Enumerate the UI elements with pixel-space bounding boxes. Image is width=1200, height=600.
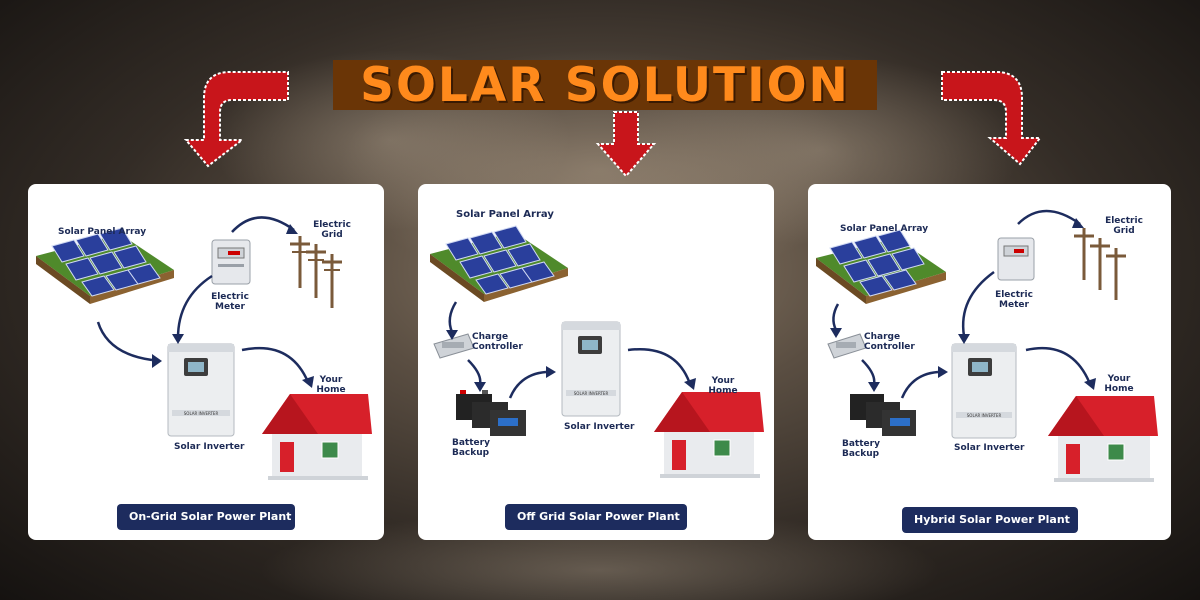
label-solar-panel-array: Solar Panel Array [58, 227, 147, 237]
label-your-home: Your Home [316, 375, 346, 395]
arrow-right-icon [941, 71, 1043, 166]
charge-controller-icon [433, 333, 475, 359]
page-title: SOLAR SOLUTION [360, 58, 850, 113]
arrow-center-icon [595, 111, 657, 178]
home-icon [1048, 396, 1158, 482]
electric-meter-icon [997, 237, 1035, 281]
electric-meter-icon [211, 239, 251, 285]
solar-panel-array-icon [36, 227, 174, 304]
card-hybrid: SOLAR INVERTER Solar Panel Array Charge … [808, 184, 1171, 540]
solar-inverter-icon [951, 343, 1017, 439]
caption-hybrid: Hybrid Solar Power Plant [902, 507, 1078, 533]
battery-icon [456, 390, 526, 436]
electric-grid-icon [290, 236, 342, 308]
inverter-brand-text: SOLAR INVERTER [967, 413, 1002, 418]
solar-panel-array-icon [816, 229, 946, 304]
label-charge-controller: Charge Controller [472, 332, 523, 352]
label-solar-panel-array: Solar Panel Array [840, 224, 929, 234]
home-icon [654, 392, 764, 478]
label-electric-meter: Electric Meter [995, 290, 1033, 310]
label-solar-inverter: Solar Inverter [954, 443, 1025, 453]
inverter-brand-text: SOLAR INVERTER [184, 411, 219, 416]
solar-inverter-icon [167, 343, 235, 437]
caption-off-grid: Off Grid Solar Power Plant [505, 504, 687, 530]
electric-grid-icon [1074, 228, 1126, 300]
label-battery-backup: Battery Backup [452, 438, 490, 458]
inverter-brand-text: SOLAR INVERTER [574, 391, 609, 396]
label-electric-grid: Electric Grid [313, 220, 351, 240]
solar-inverter-icon [561, 321, 621, 417]
label-battery-backup: Battery Backup [842, 439, 880, 459]
arrow-left-icon [183, 71, 289, 168]
label-electric-grid: Electric Grid [1105, 216, 1143, 236]
home-icon [262, 394, 372, 480]
flow-arrows [96, 216, 310, 383]
battery-icon [850, 394, 916, 436]
card-off-grid: SOLAR INVERTER Solar Panel Array Charge … [418, 184, 774, 540]
label-charge-controller: Charge Controller [864, 332, 915, 352]
card-on-grid: SOLAR INVERTER Solar Panel Array Electri… [28, 184, 384, 540]
charge-controller-icon [827, 333, 867, 359]
flow-arrows [448, 301, 692, 399]
label-solar-inverter: Solar Inverter [174, 442, 245, 452]
label-your-home: Your Home [1104, 374, 1134, 394]
label-electric-meter: Electric Meter [211, 292, 249, 312]
label-solar-panel-array: Solar Panel Array [456, 209, 554, 220]
label-your-home: Your Home [708, 376, 738, 396]
label-solar-inverter: Solar Inverter [564, 422, 635, 432]
solar-panel-array-icon [430, 225, 568, 302]
title-banner: SOLAR SOLUTION [333, 58, 877, 113]
caption-on-grid: On-Grid Solar Power Plant [117, 504, 295, 530]
